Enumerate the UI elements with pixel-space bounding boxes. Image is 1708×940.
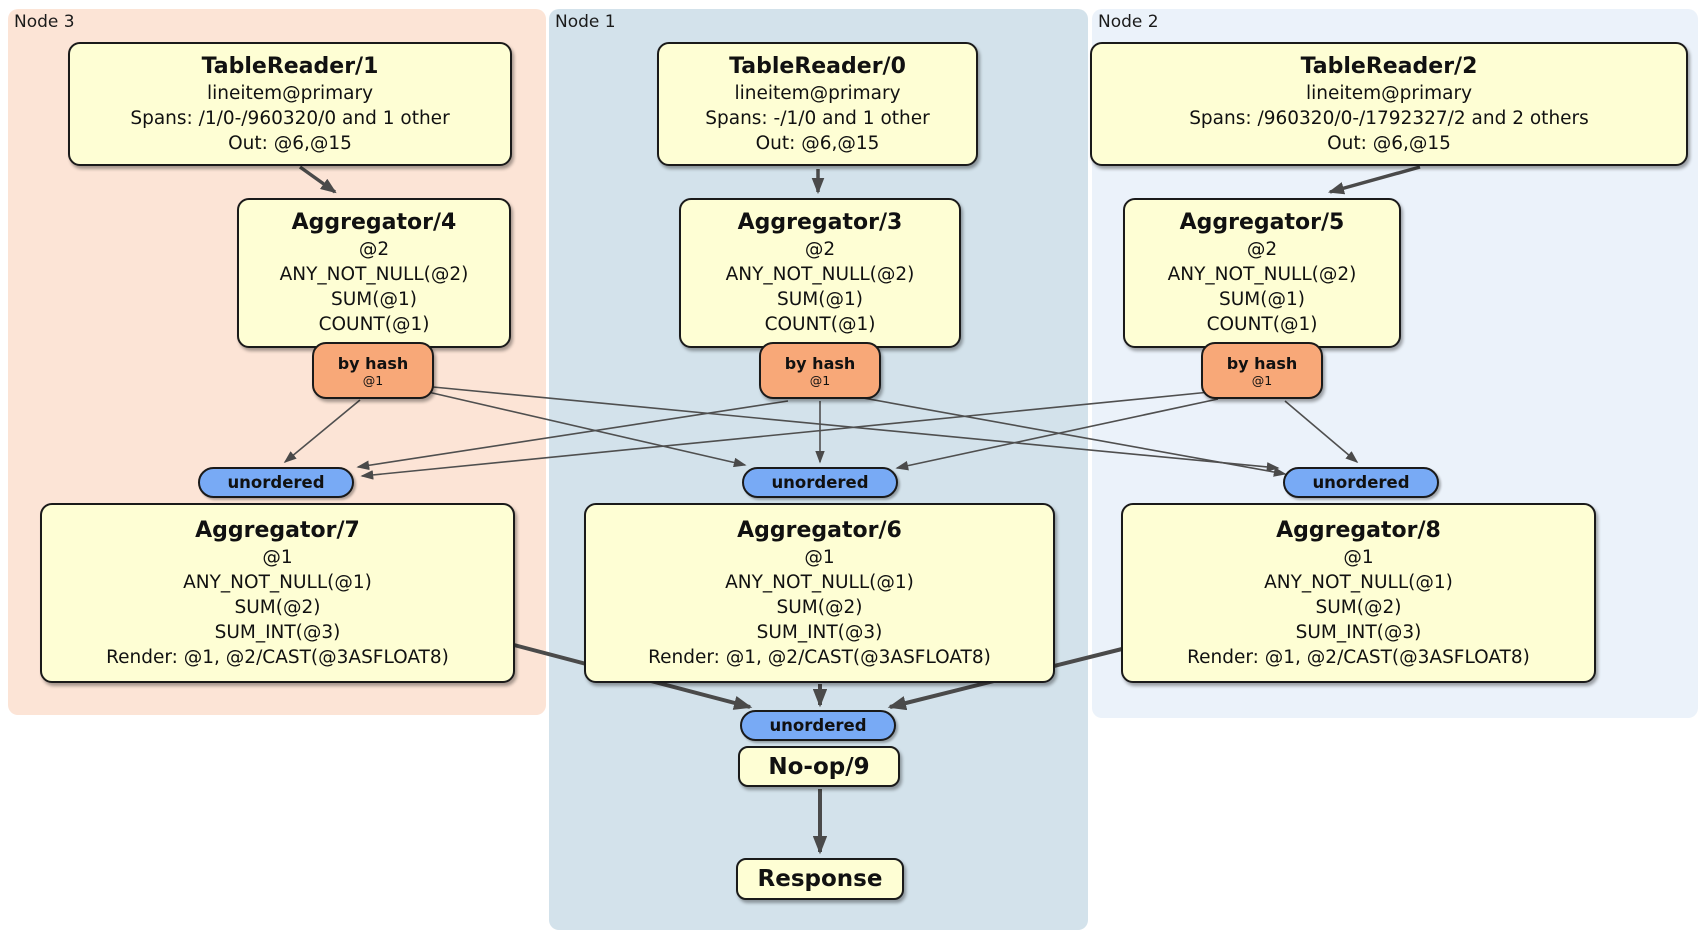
agg-render-line: Render: @1, @2/CAST(@3ASFLOAT8) xyxy=(106,646,449,668)
index-line: lineitem@primary xyxy=(1305,82,1473,104)
aggregator-4-box: Aggregator/4 @2 ANY_NOT_NULL(@2) SUM(@1)… xyxy=(237,198,511,348)
edge-r3-p8 xyxy=(851,395,1287,477)
router-label: by hash xyxy=(1226,353,1298,373)
edge-tr1-agg4 xyxy=(298,165,337,194)
tablereader-0-box: TableReader/0 lineitem@primary Spans: -/… xyxy=(657,42,978,166)
tablereader-2-box: TableReader/2 lineitem@primary Spans: /9… xyxy=(1090,42,1688,166)
agg-line: COUNT(@1) xyxy=(1206,314,1318,335)
agg-line: ANY_NOT_NULL(@2) xyxy=(725,264,915,285)
agg-line: @1 xyxy=(1343,546,1374,568)
agg-line: ANY_NOT_NULL(@2) xyxy=(1167,264,1357,285)
index-line: lineitem@primary xyxy=(206,82,374,104)
hash-router-4: by hash @1 xyxy=(312,342,434,399)
spans-line: Spans: -/1/0 and 1 other xyxy=(705,107,930,129)
out-line: Out: @6,@15 xyxy=(755,132,880,154)
processor-title: TableReader/1 xyxy=(201,53,379,79)
agg-line: @2 xyxy=(804,239,836,260)
agg-render-line: Render: @1, @2/CAST(@3ASFLOAT8) xyxy=(1187,646,1530,668)
aggregator-6-box: Aggregator/6 @1 ANY_NOT_NULL(@1) SUM(@2)… xyxy=(584,503,1055,683)
processor-title: Response xyxy=(757,866,883,892)
processor-title: Aggregator/4 xyxy=(291,210,457,235)
aggregator-8-box: Aggregator/8 @1 ANY_NOT_NULL(@1) SUM(@2)… xyxy=(1121,503,1596,683)
agg-line: COUNT(@1) xyxy=(318,314,430,335)
agg-line: SUM_INT(@3) xyxy=(1295,621,1422,643)
agg-line: SUM(@1) xyxy=(777,289,863,310)
agg-line: ANY_NOT_NULL(@1) xyxy=(183,571,372,593)
unordered-sync-right: unordered xyxy=(1283,467,1439,498)
aggregator-7-box: Aggregator/7 @1 ANY_NOT_NULL(@1) SUM(@2)… xyxy=(40,503,515,683)
processor-title: Aggregator/7 xyxy=(195,517,360,543)
sync-label: unordered xyxy=(227,473,325,492)
processor-title: Aggregator/8 xyxy=(1276,517,1441,543)
router-key: @1 xyxy=(362,372,384,388)
edge-r4-p8 xyxy=(432,386,1280,472)
agg-line: COUNT(@1) xyxy=(764,314,876,335)
agg-line: @2 xyxy=(358,239,390,260)
sync-label: unordered xyxy=(771,473,869,492)
agg-line: SUM(@2) xyxy=(776,596,863,618)
agg-line: @2 xyxy=(1246,239,1278,260)
agg-line: ANY_NOT_NULL(@2) xyxy=(279,264,469,285)
unordered-sync-left: unordered xyxy=(198,467,354,498)
tablereader-1-box: TableReader/1 lineitem@primary Spans: /1… xyxy=(68,42,512,166)
hash-router-3: by hash @1 xyxy=(759,342,881,399)
aggregator-5-box: Aggregator/5 @2 ANY_NOT_NULL(@2) SUM(@1)… xyxy=(1123,198,1401,348)
edge-r3-p7 xyxy=(356,400,789,471)
edge-r5-p8 xyxy=(1284,400,1359,464)
spans-line: Spans: /1/0-/960320/0 and 1 other xyxy=(130,107,450,129)
processor-title: Aggregator/5 xyxy=(1179,210,1345,235)
agg-line: SUM_INT(@3) xyxy=(214,621,341,643)
out-line: Out: @6,@15 xyxy=(1327,132,1451,154)
unordered-sync-final: unordered xyxy=(740,710,896,741)
edge-r4-p6 xyxy=(427,391,747,468)
node-label-node2: Node 2 xyxy=(1098,12,1159,32)
agg-line: ANY_NOT_NULL(@1) xyxy=(1264,571,1453,593)
edge-r4-p7 xyxy=(283,399,361,464)
agg-line: ANY_NOT_NULL(@1) xyxy=(725,571,914,593)
processor-title: TableReader/0 xyxy=(729,53,906,79)
index-line: lineitem@primary xyxy=(734,82,901,104)
router-key: @1 xyxy=(809,372,831,388)
node-label-node3: Node 3 xyxy=(14,12,75,32)
processor-title: Aggregator/6 xyxy=(737,517,902,543)
unordered-sync-middle: unordered xyxy=(742,467,898,498)
agg-line: @1 xyxy=(262,546,293,568)
hash-router-5: by hash @1 xyxy=(1201,342,1323,399)
processor-title: Aggregator/3 xyxy=(737,210,903,235)
sync-label: unordered xyxy=(769,716,867,735)
spans-line: Spans: /960320/0-/1792327/2 and 2 others xyxy=(1189,107,1589,129)
router-label: by hash xyxy=(337,353,409,373)
out-line: Out: @6,@15 xyxy=(228,132,352,154)
node-label-node1: Node 1 xyxy=(555,12,616,32)
edge-r5-p7 xyxy=(360,391,1211,480)
edge-tr2-agg5 xyxy=(1327,165,1421,195)
response-box: Response xyxy=(736,858,904,900)
agg-line: @1 xyxy=(804,546,835,568)
agg-line: SUM(@2) xyxy=(1315,596,1402,618)
agg-line: SUM(@1) xyxy=(1219,289,1305,310)
agg-line: SUM(@2) xyxy=(234,596,321,618)
processor-title: No-op/9 xyxy=(768,753,870,780)
router-label: by hash xyxy=(784,353,856,373)
router-key: @1 xyxy=(1251,372,1273,388)
processor-title: TableReader/2 xyxy=(1300,53,1478,79)
agg-line: SUM_INT(@3) xyxy=(756,621,883,643)
agg-line: SUM(@1) xyxy=(331,289,417,310)
aggregator-3-box: Aggregator/3 @2 ANY_NOT_NULL(@2) SUM(@1)… xyxy=(679,198,961,348)
agg-render-line: Render: @1, @2/CAST(@3ASFLOAT8) xyxy=(648,646,991,668)
sync-label: unordered xyxy=(1312,473,1410,492)
noop-9-box: No-op/9 xyxy=(738,746,900,787)
